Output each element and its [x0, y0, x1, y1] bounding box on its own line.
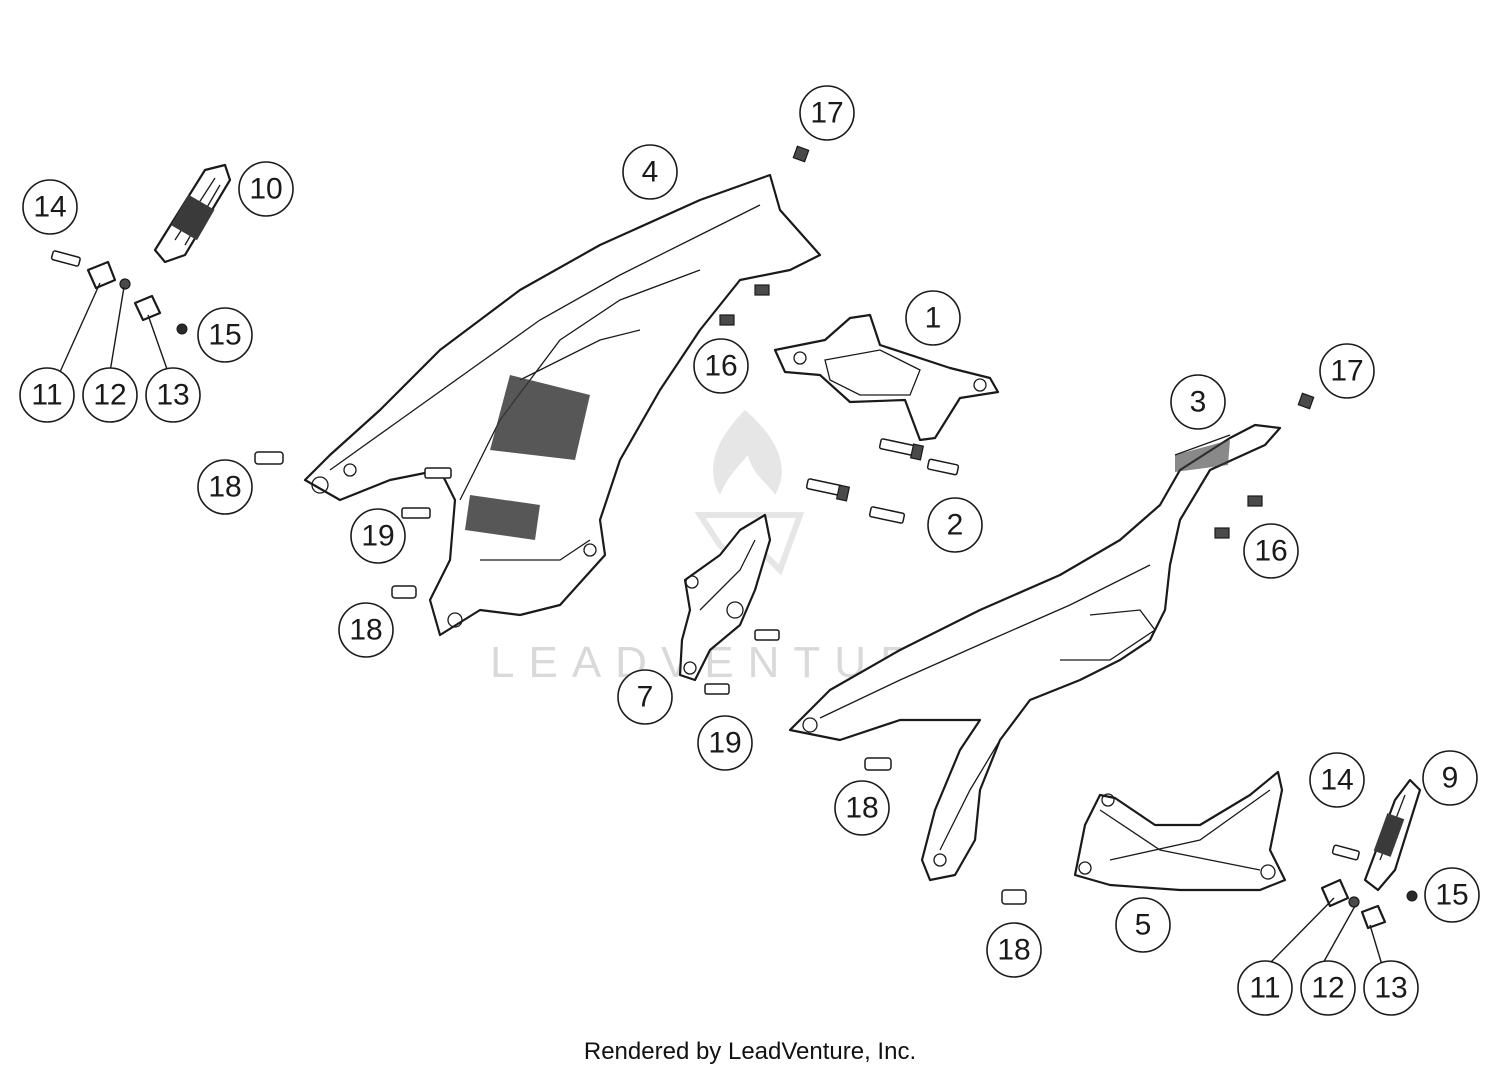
callout-19-center: 19 — [697, 715, 753, 771]
footer-credit: Rendered by LeadVenture, Inc. — [583, 1038, 917, 1065]
part-5-bracket — [1073, 770, 1287, 892]
callout-12-right-label: 12 — [1311, 972, 1344, 1005]
callout-18-left-top-label: 18 — [208, 471, 241, 504]
callout-15-right-label: 15 — [1435, 879, 1468, 912]
leader-lines — [59, 282, 1383, 966]
callout-19-center-label: 19 — [708, 727, 741, 760]
loose-bolts — [254, 145, 1315, 905]
part-3-right-subframe — [788, 423, 1282, 882]
callout-7-label: 7 — [637, 681, 654, 714]
callout-7: 7 — [617, 669, 673, 725]
callout-16-right: 16 — [1243, 523, 1299, 579]
callout-13-left-label: 13 — [156, 379, 189, 412]
callout-16-right-label: 16 — [1254, 535, 1287, 568]
callout-14-left-label: 14 — [33, 191, 66, 224]
callout-4: 4 — [622, 144, 678, 200]
callout-3: 3 — [1170, 374, 1226, 430]
callout-15-left-label: 15 — [208, 319, 241, 352]
callout-1: 1 — [905, 290, 961, 346]
callout-16-left-label: 16 — [704, 350, 737, 383]
callout-11-right-label: 11 — [1249, 972, 1280, 1005]
callout-17-left: 17 — [799, 85, 855, 141]
callout-10: 10 — [238, 161, 294, 217]
callout-9-label: 9 — [1442, 762, 1459, 795]
callout-5-label: 5 — [1135, 909, 1152, 942]
callout-13-right-label: 13 — [1374, 972, 1407, 1005]
callout-18-left-top: 18 — [197, 459, 253, 515]
callout-18-left-bottom: 18 — [338, 602, 394, 658]
part-2-bolts — [805, 438, 960, 524]
callout-11-left: 11 — [19, 367, 75, 423]
right-hardware — [1320, 844, 1418, 930]
callout-17-right: 17 — [1319, 343, 1375, 399]
callout-19-left: 19 — [350, 508, 406, 564]
callout-15-right: 15 — [1424, 867, 1480, 923]
callout-12-left: 12 — [82, 367, 138, 423]
callout-4-label: 4 — [642, 156, 659, 189]
left-hardware — [50, 250, 188, 335]
callout-17-left-label: 17 — [810, 97, 843, 130]
callout-1-label: 1 — [925, 302, 942, 335]
callout-12-left-label: 12 — [93, 379, 126, 412]
part-1-bracket — [773, 313, 1000, 442]
callout-16-left: 16 — [693, 338, 749, 394]
callout-14-right: 14 — [1309, 752, 1365, 808]
callout-18-right: 18 — [986, 922, 1042, 978]
callout-5: 5 — [1115, 897, 1171, 953]
callout-18-center: 18 — [834, 780, 890, 836]
callout-18-right-label: 18 — [997, 934, 1030, 967]
part-10-footpeg — [153, 163, 232, 264]
callout-2: 2 — [927, 497, 983, 553]
callout-9: 9 — [1422, 750, 1478, 806]
part-4-left-subframe — [303, 173, 822, 637]
callout-10-label: 10 — [249, 173, 282, 206]
part-7-bracket — [678, 513, 772, 682]
callout-2-label: 2 — [947, 509, 964, 542]
callout-19-left-label: 19 — [361, 520, 394, 553]
callout-11-right: 11 — [1237, 960, 1293, 1016]
callout-14-right-label: 14 — [1320, 764, 1353, 797]
part-9-footpeg — [1363, 778, 1422, 892]
callout-14-left: 14 — [22, 179, 78, 235]
callout-18-left-bottom-label: 18 — [349, 614, 382, 647]
callout-18-center-label: 18 — [845, 792, 878, 825]
callout-3-label: 3 — [1190, 386, 1207, 419]
callout-13-left: 13 — [145, 367, 201, 423]
watermark-flame-icon — [713, 410, 782, 495]
callout-15-left: 15 — [197, 307, 253, 363]
callout-13-right: 13 — [1363, 960, 1419, 1016]
callout-12-right: 12 — [1300, 960, 1356, 1016]
callout-11-left-label: 11 — [31, 379, 62, 412]
callout-17-right-label: 17 — [1330, 355, 1363, 388]
